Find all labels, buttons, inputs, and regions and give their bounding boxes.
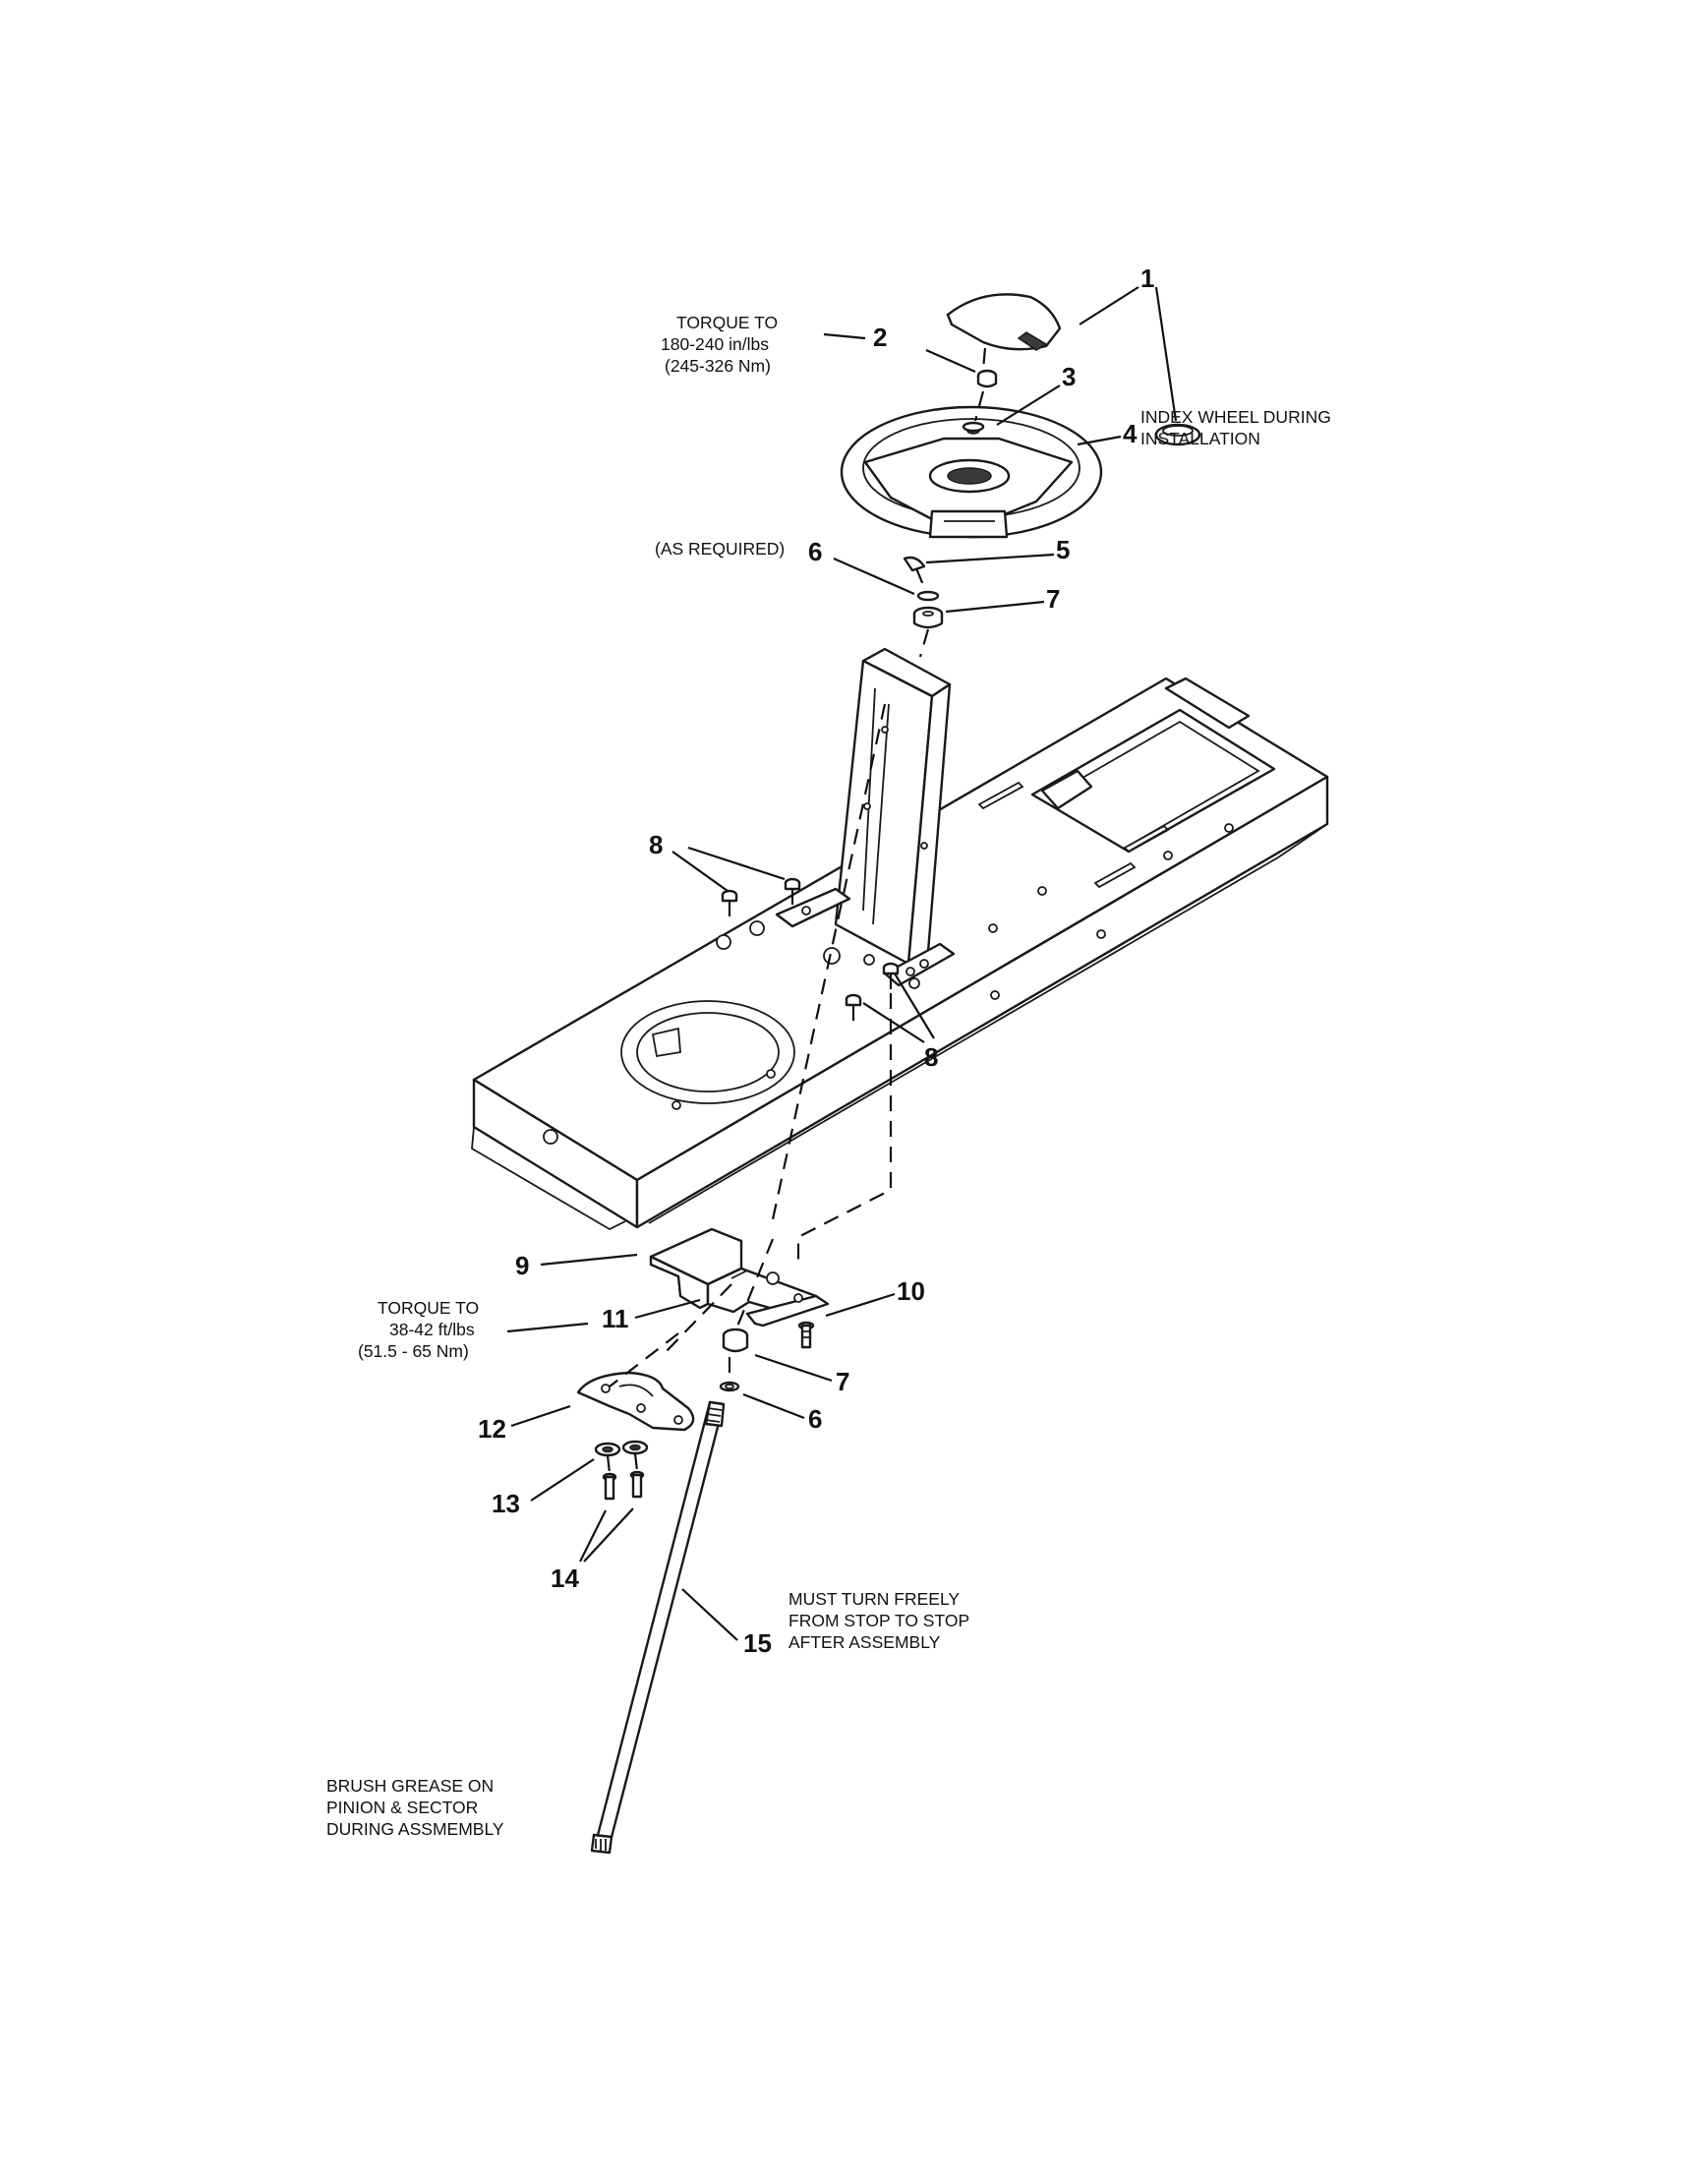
callout-6-bottom: 6 [808, 1404, 822, 1434]
steering-shaft [590, 1400, 726, 1855]
notes: TORQUE TO 180-240 in/lbs (245-326 Nm) IN… [326, 313, 1336, 1839]
callout-4: 4 [1123, 419, 1138, 448]
callout-14: 14 [551, 1564, 579, 1593]
steering-sector-plate [576, 1371, 695, 1432]
callout-15: 15 [743, 1628, 772, 1658]
steering-wheel-cap [946, 293, 1062, 351]
callout-12: 12 [478, 1414, 506, 1444]
note-brush-grease: BRUSH GREASE ON PINION & SECTOR DURING A… [326, 1776, 504, 1839]
steering-bracket [649, 1227, 830, 1328]
callout-7-top: 7 [1046, 584, 1060, 614]
column-spacers-top [903, 556, 944, 629]
note-index-wheel: INDEX WHEEL DURING INSTALLATION [1140, 407, 1336, 448]
note-torque-top: TORQUE TO 180-240 in/lbs (245-326 Nm) [661, 313, 783, 376]
column-spacers-bottom [719, 1328, 749, 1392]
assembly-dashed-lines [606, 347, 987, 1474]
note-must-turn: MUST TURN FREELY FROM STOP TO STOP AFTER… [788, 1589, 974, 1652]
steering-wheel [840, 405, 1103, 539]
leader-lines [506, 286, 1178, 1641]
callout-numbers: 1 2 3 4 5 6 7 8 8 9 10 11 12 7 6 13 14 1… [478, 264, 1154, 1658]
callout-3: 3 [1062, 362, 1076, 391]
sector-washers [594, 1440, 649, 1457]
bracket-bolt [797, 1321, 815, 1349]
frame-nuts [721, 877, 900, 1007]
callout-6-top: 6 [808, 537, 822, 566]
callout-1: 1 [1140, 264, 1154, 293]
callout-8-bottom: 8 [924, 1042, 938, 1072]
note-as-required: (AS REQUIRED) [655, 539, 785, 559]
steering-wheel-insert [1154, 423, 1201, 446]
sector-bolts [602, 1470, 645, 1501]
callout-11: 11 [602, 1304, 629, 1333]
note-torque-mid: TORQUE TO 38-42 ft/lbs (51.5 - 65 Nm) [358, 1298, 484, 1361]
callout-7-bottom: 7 [836, 1367, 849, 1396]
steering-hub-hardware [962, 369, 998, 435]
callout-9: 9 [515, 1251, 529, 1280]
callout-5: 5 [1056, 535, 1070, 564]
steering-support-pillar [775, 647, 956, 987]
callout-2: 2 [873, 323, 887, 352]
callout-8-top: 8 [649, 830, 663, 859]
callout-13: 13 [492, 1489, 520, 1518]
callout-10: 10 [897, 1276, 925, 1306]
